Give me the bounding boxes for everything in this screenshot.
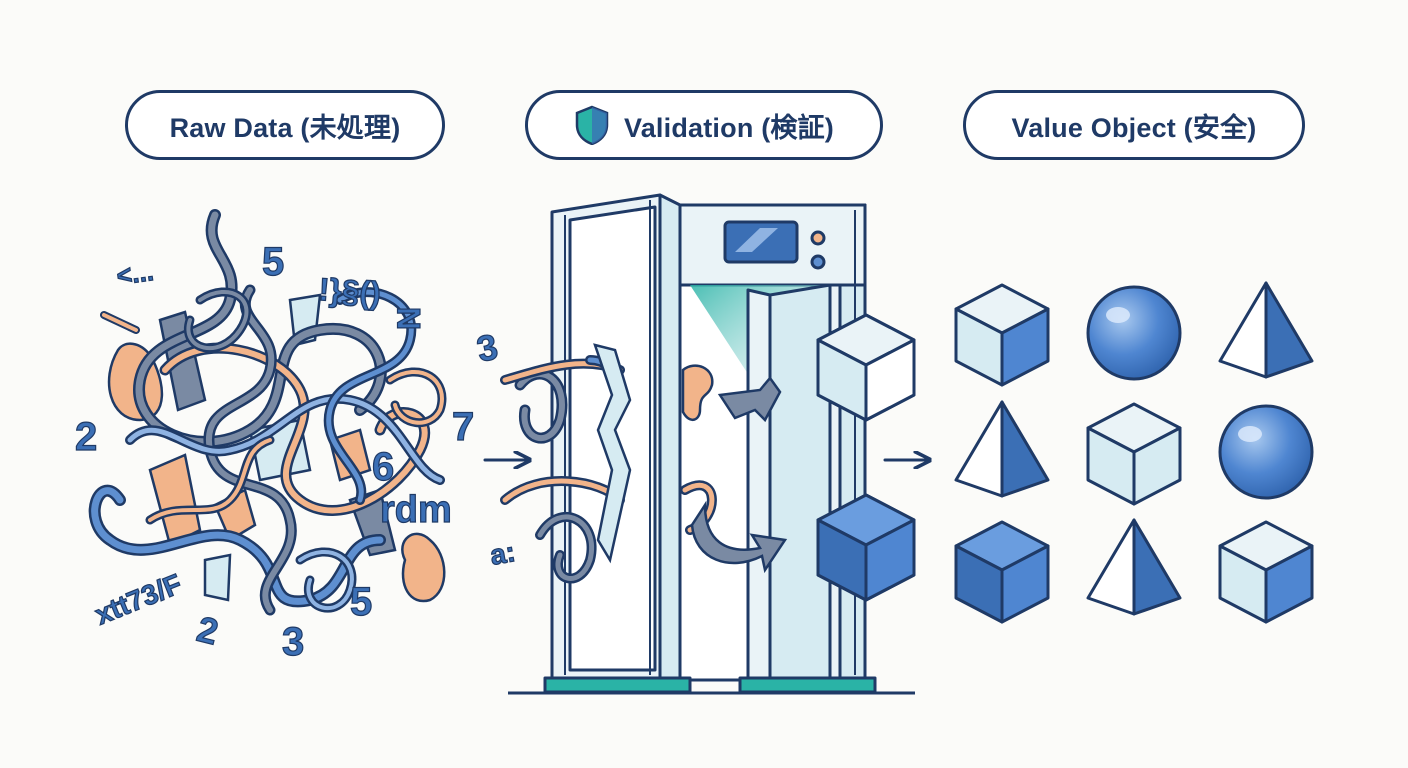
gate-base: [738, 676, 877, 694]
gate-debris: [500, 355, 717, 584]
raw-blob: [148, 453, 202, 547]
value-object-grid: [954, 281, 1314, 624]
raw-symbol: rdm: [380, 489, 452, 531]
raw-symbol: N: [391, 307, 427, 330]
cube-icon: [1218, 520, 1314, 624]
gate-base: [543, 676, 692, 694]
sphere-icon: [1218, 404, 1314, 500]
gate-indicator-light: [810, 254, 826, 270]
cube-icon: [1086, 402, 1182, 506]
raw-symbol: 3: [282, 620, 304, 664]
gate-indicator-light: [810, 230, 826, 246]
raw-data-tangle: [88, 209, 447, 616]
pyramid-icon: [1086, 518, 1182, 616]
exiting-cube-top: [816, 313, 916, 422]
pyramid-icon: [1218, 281, 1314, 379]
raw-symbol: a:: [488, 536, 518, 571]
raw-symbol: 5: [350, 580, 372, 624]
stage-pill-value-object: Value Object (安全): [963, 90, 1305, 160]
raw-shard: [203, 553, 232, 602]
stage-pill-validation: Validation (検証): [525, 90, 883, 160]
metal-detector-gate: [508, 193, 915, 695]
stage-label-raw-data: Raw Data (未処理): [169, 112, 401, 143]
stage-label-validation: Validation (検証): [623, 112, 834, 143]
raw-symbol: 2: [75, 415, 97, 459]
raw-symbol: 5: [262, 240, 284, 284]
gate-debris-shards: [593, 343, 788, 574]
raw-symbol: 2: [193, 608, 222, 653]
sphere-icon: [1086, 285, 1182, 381]
pyramid-icon: [954, 400, 1050, 498]
raw-symbol: 6: [372, 445, 394, 489]
exiting-cube-bottom: [816, 493, 916, 602]
stage-label-value-object: Value Object (安全): [1011, 112, 1257, 143]
raw-symbol: !}§(): [318, 271, 383, 311]
raw-blob: [401, 532, 446, 603]
raw-symbol: xtt73/F: [91, 568, 186, 631]
stage-pill-raw-data: Raw Data (未処理): [125, 90, 445, 160]
raw-dash: [102, 313, 138, 332]
raw-symbol: 7: [452, 405, 474, 449]
cube-icon: [954, 283, 1050, 387]
raw-symbol: 3: [473, 326, 501, 370]
shield-icon: [575, 105, 609, 145]
raw-symbols: <... 5 !}§() N 3 2 7 6 rdm xtt73/F 2 3 5…: [74, 239, 518, 664]
cube-icon: [954, 520, 1050, 624]
raw-symbol: <...: [115, 256, 156, 291]
